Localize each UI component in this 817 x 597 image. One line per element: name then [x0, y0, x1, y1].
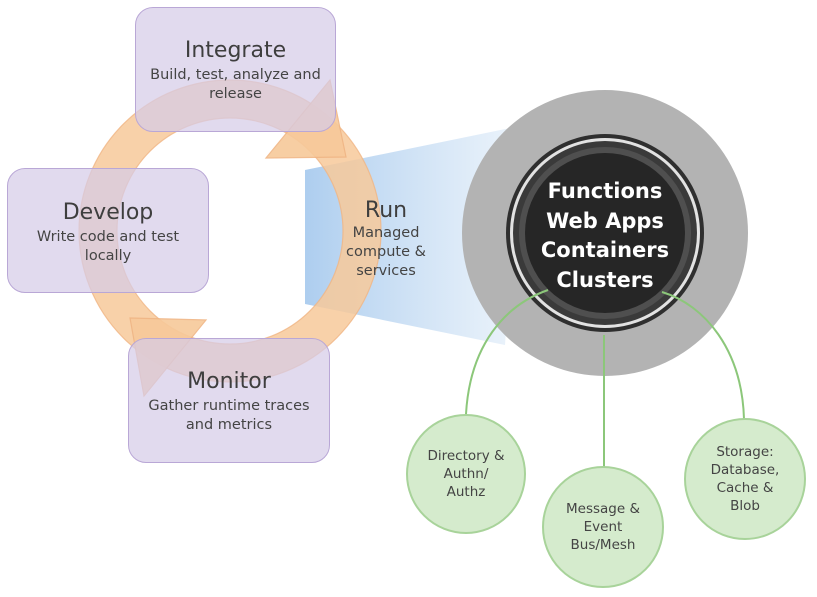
- core-item-containers: Containers: [540, 238, 670, 262]
- stage-integrate: Integrate Build, test, analyze and relea…: [135, 7, 336, 132]
- service-directory-auth: Directory & Authn/ Authz: [406, 414, 526, 534]
- service-directory-auth-label: Directory & Authn/ Authz: [427, 448, 505, 500]
- core-item-clusters: Clusters: [556, 267, 654, 292]
- stage-develop-description: Write code and test locally: [36, 229, 180, 264]
- service-storage-label: Storage: Database, Cache & Blob: [710, 444, 780, 514]
- stage-monitor-description: Gather runtime traces and metrics: [148, 398, 310, 433]
- connector-storage: [661, 291, 745, 420]
- stage-monitor: Monitor Gather runtime traces and metric…: [128, 338, 330, 463]
- compute-core-labels: Functions Web Apps Containers Clusters: [524, 177, 686, 295]
- stage-develop-title: Develop: [62, 200, 154, 225]
- core-item-web-apps: Web Apps: [546, 208, 664, 233]
- stage-integrate-title: Integrate: [184, 38, 287, 63]
- stage-run-description: Managed compute & services: [346, 225, 426, 279]
- core-item-functions: Functions: [547, 179, 663, 203]
- connector-directory: [465, 289, 549, 415]
- service-message-bus: Message & Event Bus/Mesh: [542, 466, 664, 588]
- service-message-bus-label: Message & Event Bus/Mesh: [566, 501, 640, 553]
- stage-run-title: Run: [364, 198, 408, 223]
- stage-monitor-title: Monitor: [187, 369, 271, 394]
- service-storage: Storage: Database, Cache & Blob: [684, 418, 806, 540]
- stage-run: Run Managed compute & services: [336, 198, 436, 281]
- stage-develop: Develop Write code and test locally: [7, 168, 209, 293]
- compute-core: [525, 153, 685, 313]
- stage-integrate-description: Build, test, analyze and release: [150, 67, 321, 102]
